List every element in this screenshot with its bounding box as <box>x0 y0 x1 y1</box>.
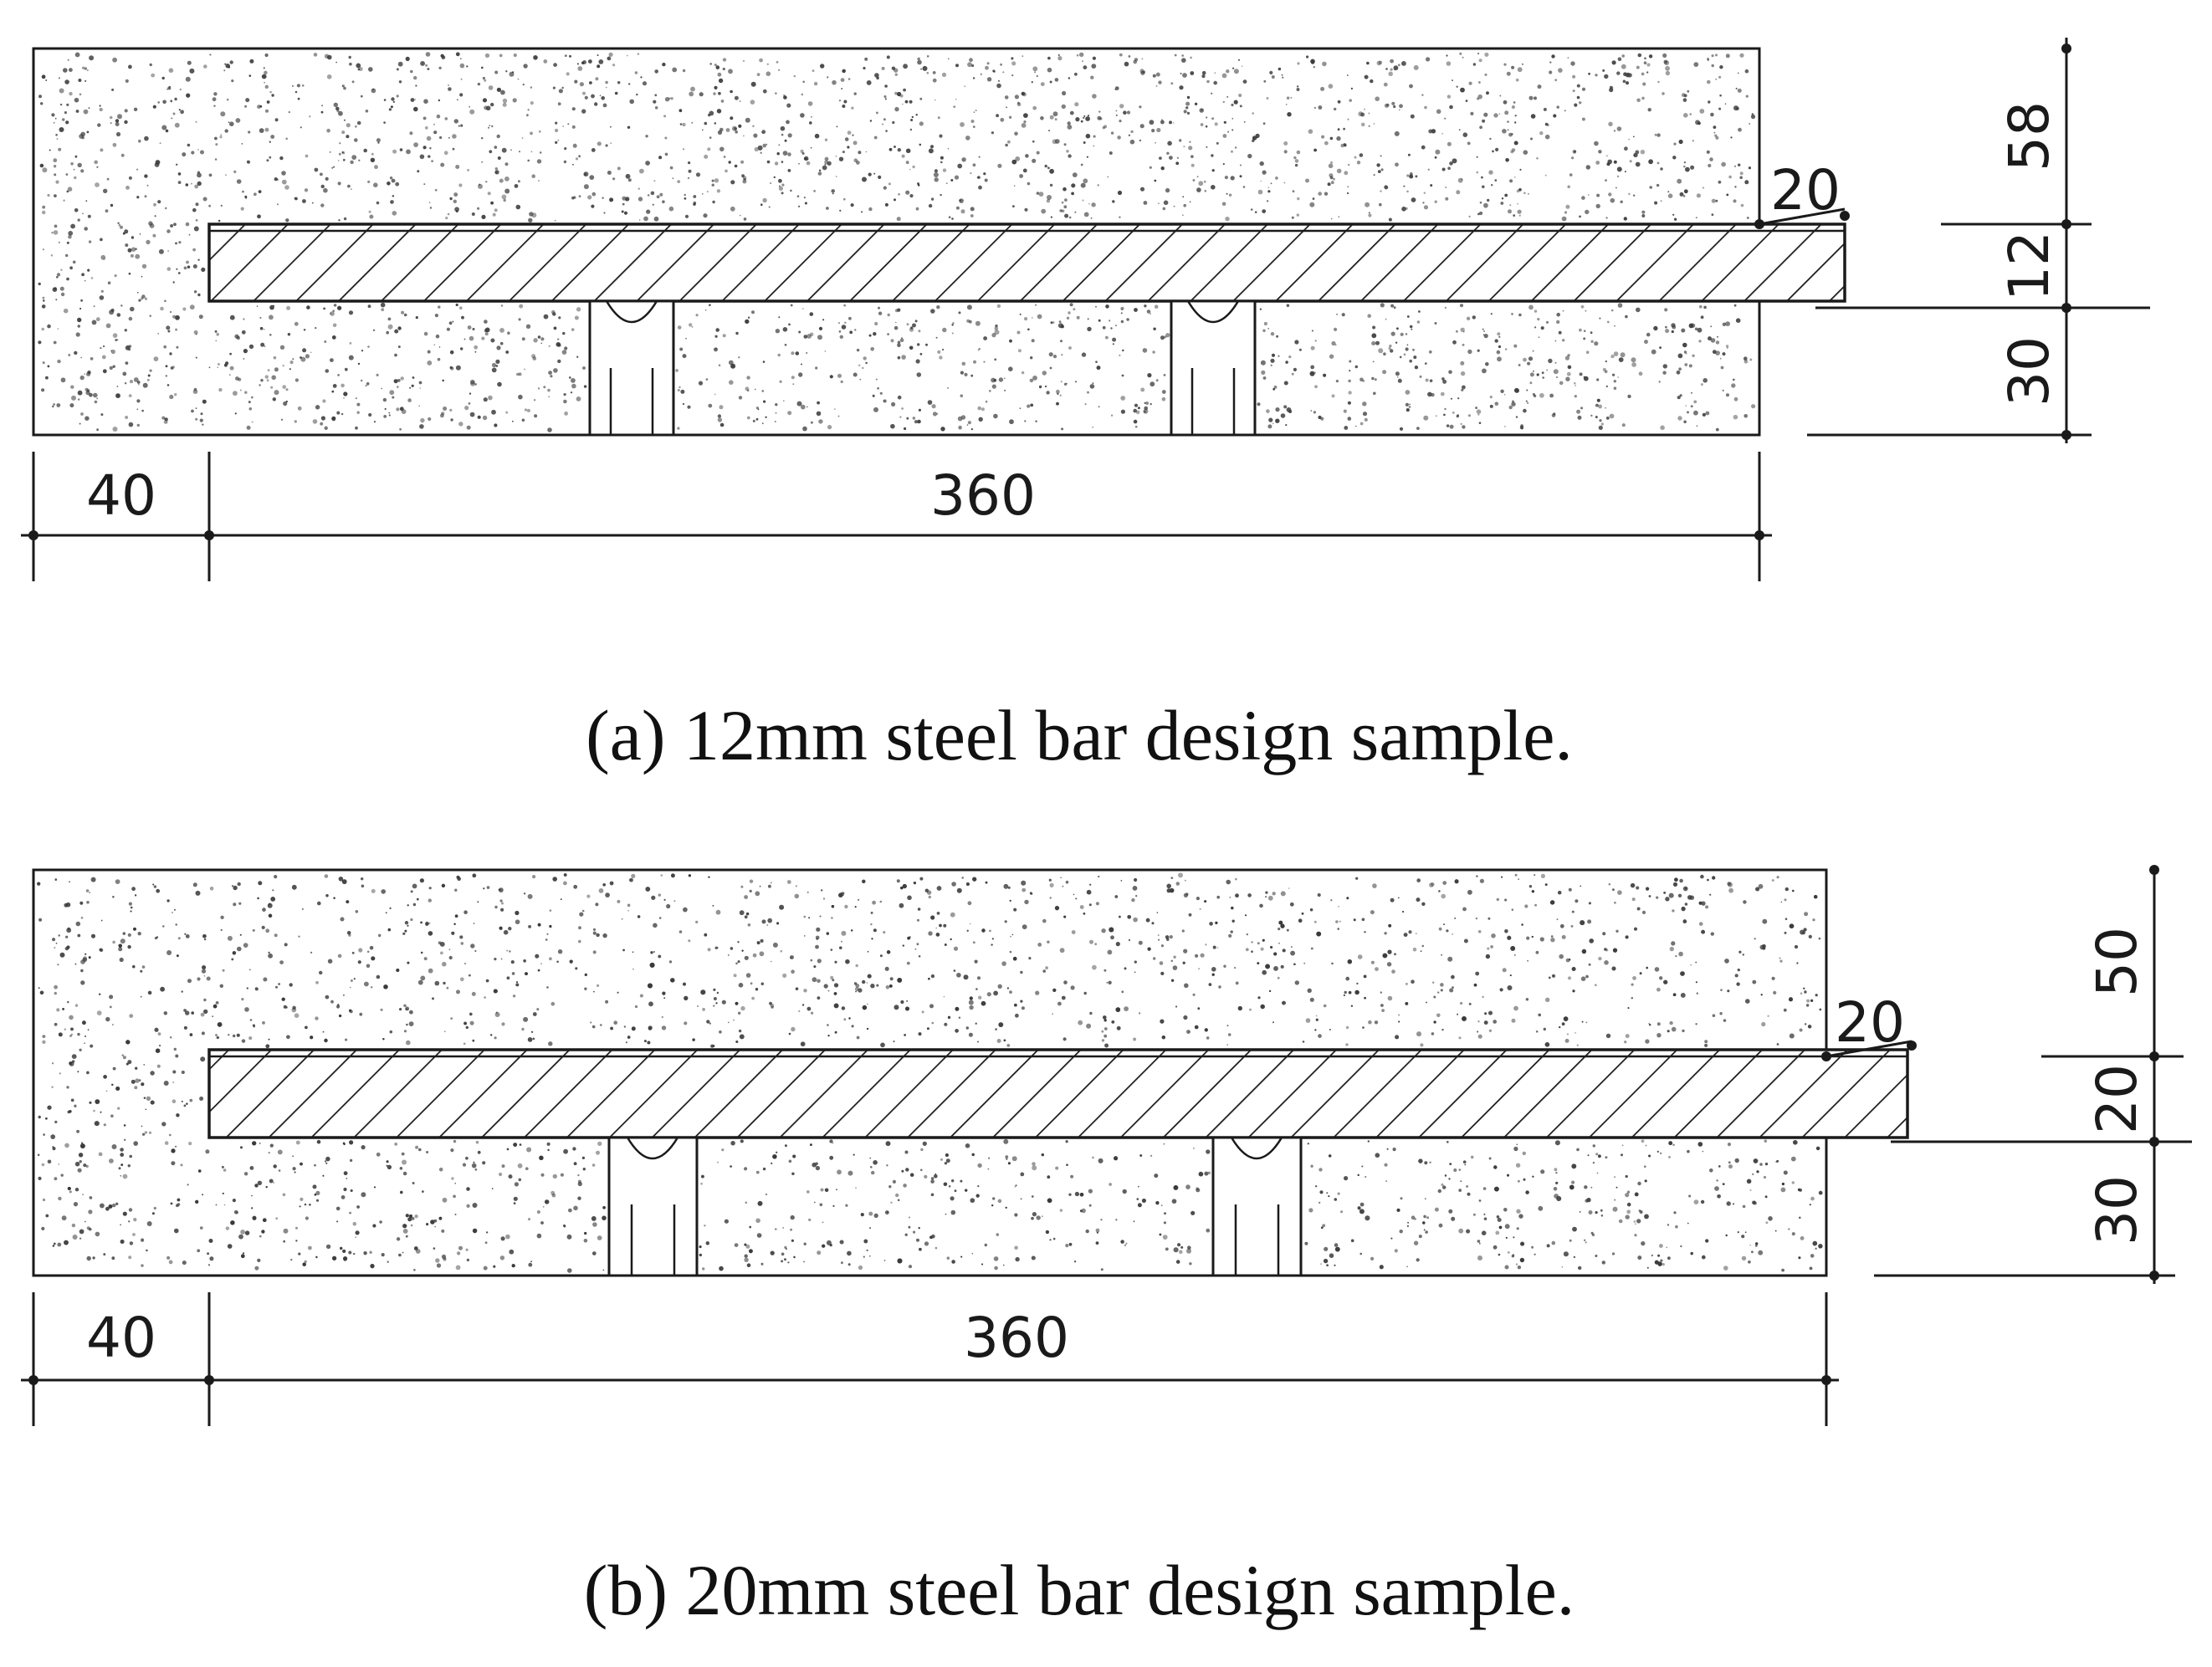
steel-bar-b <box>207 1048 1909 1139</box>
dim-protrusion-b: 20 <box>1835 990 1905 1055</box>
protrusion-dimension-a: 20 <box>1754 158 1850 229</box>
dim-bonded-length-b: 360 <box>964 1306 1069 1370</box>
horizontal-dimension-a: 40 360 <box>21 452 1772 581</box>
dim-cover-left-b: 40 <box>86 1306 156 1370</box>
concrete-texture-b <box>37 872 1823 1273</box>
panel-a: 40 360 20 58 12 30 (a) 12mm steel bar de… <box>21 38 2150 775</box>
pvc-sleeve-b-right <box>1211 1136 1303 1277</box>
caption-b: (b) 20mm steel bar design sample. <box>584 1550 1575 1630</box>
pvc-sleeve-a-right <box>1170 299 1257 437</box>
dim-top-cover-b: 50 <box>2085 927 2149 997</box>
dim-bar-diameter-b: 20 <box>2085 1064 2149 1134</box>
horizontal-dimension-b: 40 360 <box>21 1292 1839 1426</box>
pvc-sleeve-a-left <box>588 299 675 437</box>
dim-top-cover-a: 58 <box>1997 101 2061 171</box>
dim-cover-left-a: 40 <box>86 463 156 528</box>
vertical-dimension-a: 58 12 30 <box>1807 38 2150 443</box>
dim-bottom-cover-a: 30 <box>1997 336 2061 407</box>
steel-bar-a <box>207 222 1846 303</box>
dim-protrusion-a: 20 <box>1770 158 1841 222</box>
pvc-sleeve-b-left <box>607 1136 699 1277</box>
protrusion-dimension-b: 20 <box>1821 990 1917 1061</box>
panel-b: 40 360 20 50 20 30 (b) 20mm steel bar de… <box>21 865 2192 1630</box>
vertical-dimension-b: 50 20 30 <box>1874 865 2192 1284</box>
dim-bar-diameter-a: 12 <box>1997 231 2061 301</box>
dim-bottom-cover-b: 30 <box>2085 1175 2149 1245</box>
concrete-texture-a <box>38 52 1756 432</box>
caption-a: (a) 12mm steel bar design sample. <box>586 695 1573 775</box>
dim-bonded-length-a: 360 <box>930 463 1036 528</box>
